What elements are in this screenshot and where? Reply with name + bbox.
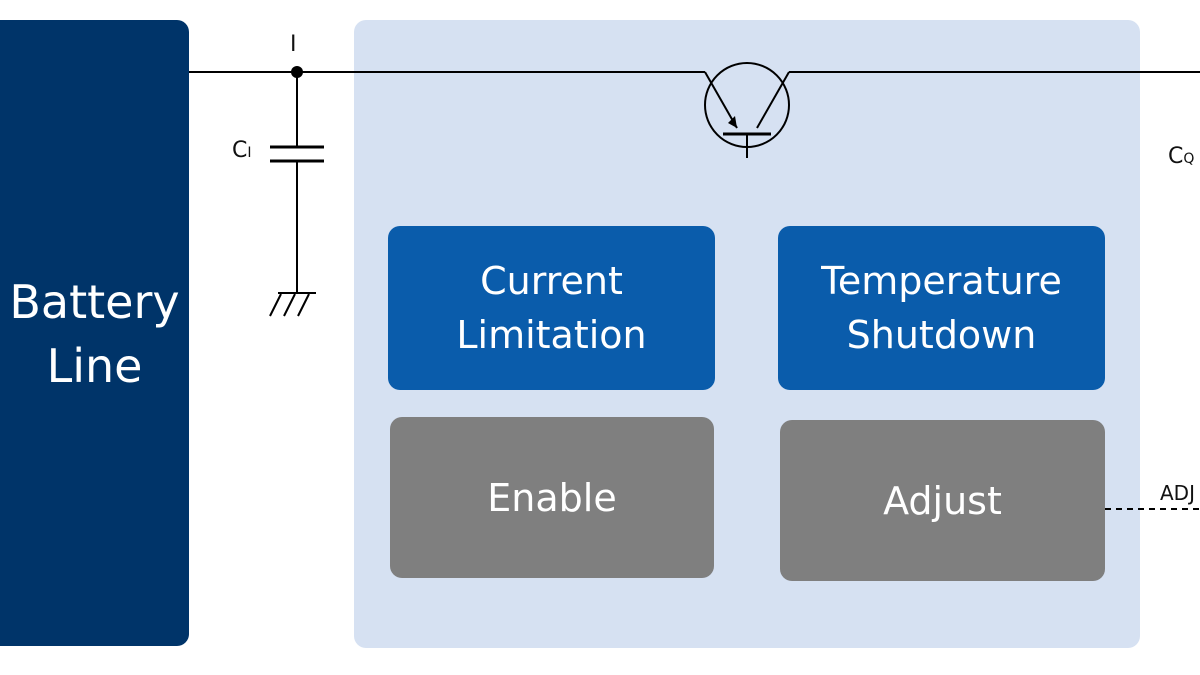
current-limitation-line2: Limitation (456, 313, 647, 357)
input-node-label: I (290, 32, 297, 57)
adjust-block: Adjust (780, 420, 1105, 581)
input-cap-label: CI (232, 140, 252, 164)
output-cap-label: CQ (1168, 146, 1194, 170)
enable-block: Enable (390, 417, 714, 578)
current-limitation-block: Current Limitation (388, 226, 715, 390)
output-cap-letter: C (1168, 144, 1184, 169)
input-cap-letter: C (232, 138, 248, 163)
pnp-transistor-icon (704, 62, 790, 158)
ground-icon (269, 292, 316, 317)
temperature-shutdown-line2: Shutdown (846, 313, 1037, 357)
battery-label-line2: Line (46, 339, 143, 393)
input-cap-sub: I (247, 145, 252, 161)
temperature-shutdown-line1: Temperature (821, 259, 1062, 303)
battery-label-line1: Battery (9, 275, 180, 329)
temperature-shutdown-block: Temperature Shutdown (778, 226, 1105, 390)
battery-line-block: Battery Line (0, 20, 189, 646)
adjust-label: Adjust (883, 478, 1002, 523)
enable-label: Enable (487, 475, 617, 520)
current-limitation-line1: Current (480, 259, 623, 303)
battery-line-label: Battery Line (0, 270, 189, 398)
capacitor-icon (270, 72, 324, 292)
output-cap-sub: Q (1183, 151, 1195, 167)
adj-pin-label: ADJ (1160, 481, 1195, 505)
